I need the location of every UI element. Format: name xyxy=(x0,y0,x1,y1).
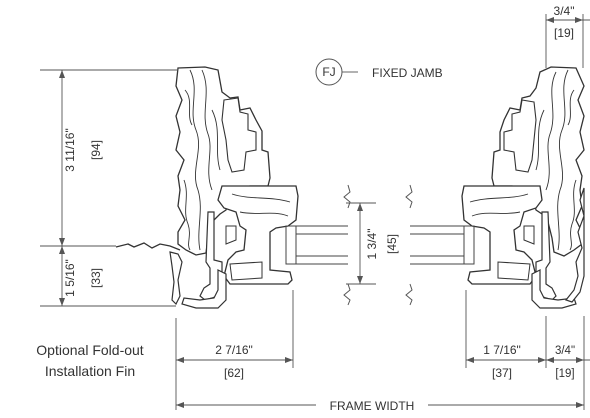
fin-note: Optional Fold-out Installation Fin xyxy=(6,340,174,382)
dim-bottom-mid-mm: [37] xyxy=(492,366,512,380)
break-lines xyxy=(343,184,413,306)
dim-center-mm: [45] xyxy=(385,234,399,254)
fixed-jamb-label: FIXED JAMB xyxy=(372,66,443,80)
dim-bottom-right-in: 3/4" xyxy=(555,345,575,357)
dim-frame-width: FRAME WIDTH xyxy=(330,399,415,413)
dim-bottom-right-mm: [19] xyxy=(555,368,574,380)
dimension-arrows xyxy=(59,17,584,408)
fin-note-line2: Installation Fin xyxy=(44,363,136,379)
dim-center-in: 1 3/4" xyxy=(365,229,379,260)
left-clad-profile xyxy=(217,185,299,285)
dim-top-right-mm: [19] xyxy=(554,26,574,40)
fixed-jamb-tag-circle xyxy=(315,58,343,86)
right-jamb xyxy=(461,66,585,309)
right-install-fin xyxy=(564,187,585,303)
dim-bottom-left-mm: [62] xyxy=(224,366,244,380)
dim-left-tall-mm: [94] xyxy=(89,140,103,160)
dim-top-right-in: 3/4" xyxy=(554,4,575,18)
dim-bottom-left-in: 2 7/16" xyxy=(215,343,253,357)
dim-left-tall-in: 3 11/16" xyxy=(63,128,77,171)
dim-bottom-mid-in: 1 7/16" xyxy=(483,343,521,357)
fixed-jamb-tag: FJ xyxy=(322,65,335,79)
left-install-fin xyxy=(169,251,183,306)
glass-panes xyxy=(285,225,475,265)
right-clad-profile xyxy=(461,185,543,285)
fin-note-line1: Optional Fold-out xyxy=(36,342,144,358)
dim-left-short-mm: [33] xyxy=(89,268,103,288)
dim-left-short-in: 1 5/16" xyxy=(63,259,77,297)
left-jamb xyxy=(115,66,299,309)
